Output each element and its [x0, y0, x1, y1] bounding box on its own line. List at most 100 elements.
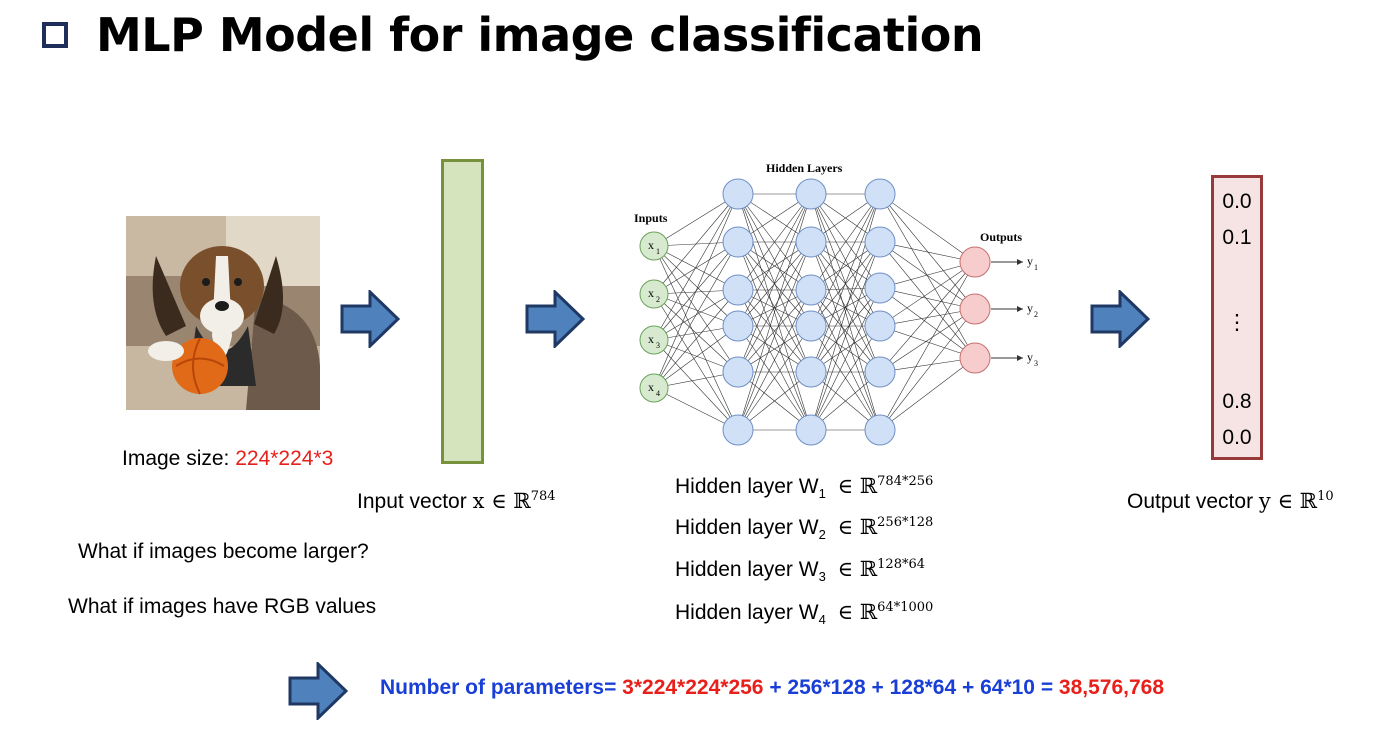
image-size-label: Image size: 224*224*3 [122, 447, 334, 470]
hidden-node [722, 226, 754, 258]
hidden-node [864, 272, 896, 304]
input-node [639, 325, 669, 355]
network-edge [737, 325, 812, 431]
output-node-label: y [1027, 350, 1033, 364]
network-edge [879, 287, 976, 359]
output-vector-bar: 0.0 0.1 ⋮ 0.8 0.0 [1211, 175, 1263, 460]
input-vector-bar [441, 159, 484, 464]
output-node [959, 246, 991, 278]
image-size-value: 224*224*3 [235, 447, 334, 470]
input-node-label: x [648, 332, 654, 346]
hidden-node [864, 414, 896, 446]
output-value: 0.8 [1222, 390, 1252, 413]
parameter-formula: Number of parameters= 3*224*224*256 + 25… [380, 676, 1165, 699]
network-edge [879, 193, 976, 359]
network-edge [810, 325, 881, 431]
network-edge [810, 193, 881, 327]
network-edge [810, 287, 881, 373]
hidden-node [864, 226, 896, 258]
slide-title: MLP Model for image classification [96, 8, 984, 62]
network-edge [879, 261, 976, 289]
network-edge [879, 261, 976, 431]
input-node [639, 279, 669, 309]
hidden-node [795, 414, 827, 446]
network-edge [653, 241, 739, 389]
hidden-node [795, 226, 827, 258]
hidden-node [722, 414, 754, 446]
network-edge [653, 193, 739, 341]
hidden-node [795, 178, 827, 210]
network-edge [879, 261, 976, 327]
network-edge [879, 308, 976, 431]
network-edge [879, 308, 976, 327]
network-edge [737, 193, 812, 373]
network-edge [879, 357, 976, 373]
network-edge [737, 193, 812, 291]
hidden-node [722, 356, 754, 388]
network-edge [810, 193, 881, 373]
hidden-layer-w3: Hidden layer W3 ∈ ℝ128*64 [675, 557, 926, 585]
network-edge [737, 289, 812, 373]
input-node-subscript: 4 [656, 389, 660, 398]
network-edge [879, 241, 976, 359]
network-edge [653, 245, 739, 373]
network-edge [879, 241, 976, 263]
network-edge [653, 193, 739, 247]
output-node-label: y [1027, 254, 1033, 268]
output-vector-label: Output vector y ∈ ℝ10 [1127, 489, 1334, 513]
network-edge [810, 287, 881, 431]
input-node-subscript: 1 [656, 247, 660, 256]
output-node-subscript: 2 [1034, 310, 1038, 319]
output-arrow-head [1017, 259, 1023, 265]
network-edge [879, 325, 976, 359]
output-node-label: y [1027, 301, 1033, 315]
network-edge [879, 287, 976, 310]
network-edge [879, 193, 976, 263]
arrow-right-icon [340, 290, 400, 348]
hidden-node [795, 310, 827, 342]
network-edge [737, 241, 812, 431]
network-edge [810, 193, 881, 291]
hidden-node [864, 178, 896, 210]
output-arrow-head [1017, 355, 1023, 361]
arrow-right-icon [525, 290, 585, 348]
network-edge [810, 289, 881, 431]
hidden-layer-w1: Hidden layer W1 ∈ ℝ784*256 [675, 474, 934, 502]
network-edge [653, 193, 739, 295]
output-node [959, 342, 991, 374]
output-arrow-head [1017, 306, 1023, 312]
hidden-layers-label: Hidden Layers [766, 161, 843, 175]
output-ellipsis: ⋮ [1226, 311, 1248, 334]
hidden-node [795, 274, 827, 306]
output-node-subscript: 3 [1034, 359, 1038, 368]
output-value: 0.0 [1222, 426, 1252, 449]
network-edge [653, 325, 739, 389]
hidden-layer-w4: Hidden layer W4 ∈ ℝ64*1000 [675, 600, 934, 628]
input-node-label: x [648, 380, 654, 394]
network-edge [653, 289, 739, 389]
network-edge [737, 193, 812, 327]
question-rgb: What if images have RGB values [68, 595, 377, 618]
input-node [639, 373, 669, 403]
hidden-node [722, 274, 754, 306]
input-node-label: x [648, 286, 654, 300]
input-node-subscript: 2 [656, 295, 660, 304]
network-edge [653, 193, 739, 389]
network-edge [653, 245, 739, 431]
network-edge [653, 245, 739, 327]
network-edge [653, 241, 739, 295]
network-edge [737, 289, 812, 431]
network-edge [737, 241, 812, 327]
network-edge [879, 308, 976, 373]
hidden-node [722, 310, 754, 342]
network-edge [810, 241, 881, 431]
outputs-label: Outputs [980, 230, 1022, 244]
network-edge [653, 293, 739, 431]
input-vector-label: Input vector x ∈ ℝ784 [357, 489, 556, 513]
network-edge [810, 241, 881, 373]
hidden-node [864, 310, 896, 342]
network-edge [737, 241, 812, 373]
input-node-subscript: 3 [656, 341, 660, 350]
arrow-right-icon [1090, 290, 1150, 348]
